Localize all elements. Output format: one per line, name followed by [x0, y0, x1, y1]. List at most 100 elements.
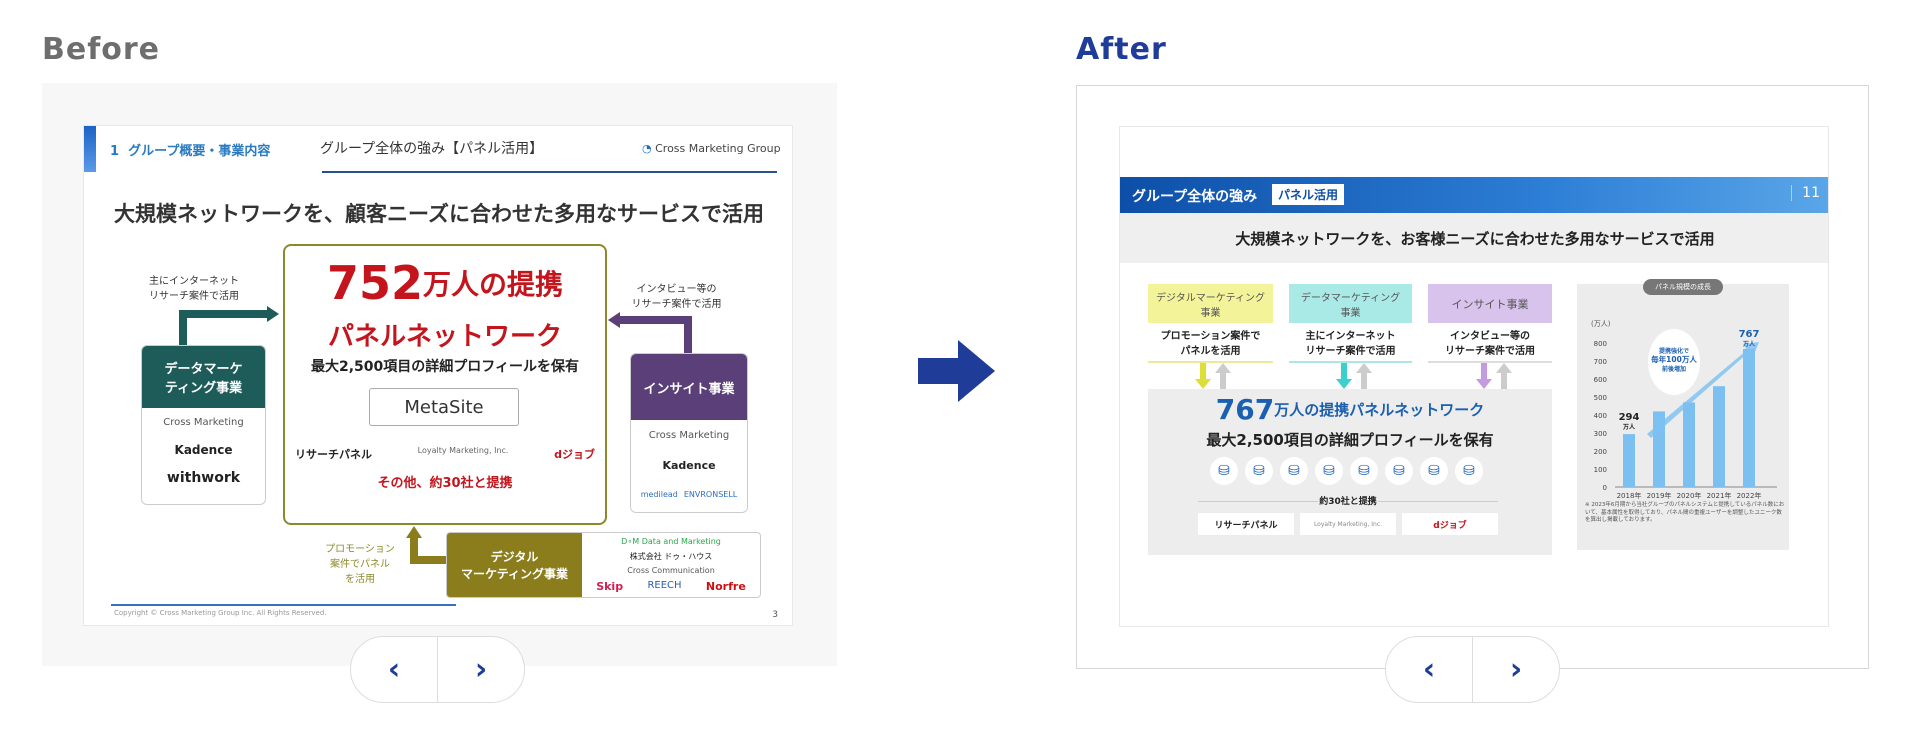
profile-text: 最大2,500項目の詳細プロフィールを保有 [1206, 431, 1494, 449]
section-bar [84, 126, 96, 172]
y-tick-label: 300 [1594, 430, 1607, 438]
partners-label: 約30社と提携 [1318, 494, 1378, 507]
column-head-digital: デジタルマーケティング 事業 [1148, 284, 1273, 323]
partner-logos: リサーチパネル Loyalty Marketing, Inc. dジョブ [295, 446, 595, 462]
prev-button[interactable]: ‹ [1422, 652, 1436, 687]
transition-arrow-icon [918, 340, 995, 402]
after-label: After [1076, 32, 1167, 67]
section-heading: 1 グループ概要・事業内容 [110, 144, 271, 159]
left-arrow [179, 306, 279, 346]
bottom-arrow [406, 526, 448, 564]
arrow-down-icon [1336, 363, 1352, 389]
after-nav: ‹ › [1385, 636, 1560, 703]
partner-logo: dジョブ [554, 448, 595, 461]
arrow-up-icon [1215, 363, 1231, 389]
brand-logo: ◔ Cross Marketing Group [642, 142, 781, 155]
before-label: Before [42, 32, 161, 67]
last-value-label: 767 [1739, 329, 1760, 340]
logo: D∘M Data and Marketing [621, 537, 721, 547]
logo: Skip [596, 579, 624, 593]
y-tick-label: 100 [1594, 466, 1607, 474]
title-band: グループ全体の強み パネル活用 11 [1120, 177, 1828, 213]
logo: Cross Communication [627, 566, 715, 576]
partner-logo: Loyalty Marketing, Inc. [417, 446, 509, 455]
next-button[interactable]: › [437, 637, 524, 702]
arrow-up-icon [1496, 363, 1512, 389]
slide-title: グループ全体の強み [1132, 189, 1258, 205]
server-icon: ⛁ [1210, 457, 1238, 485]
bar-2021年 [1713, 386, 1725, 487]
profile-text: 最大2,500項目の詳細プロフィールを保有 [310, 359, 579, 375]
prev-button[interactable]: ‹ [387, 652, 401, 687]
column-desc: 主にインターネット リサーチ案件で活用 [1289, 323, 1412, 363]
server-icon: ⛁ [1455, 457, 1483, 485]
last-unit-label: 万人 [1742, 340, 1756, 348]
page-number: 11 [1791, 185, 1820, 201]
metasite-logo: MetaSite [369, 388, 519, 426]
server-icon: ⛁ [1245, 457, 1273, 485]
first-unit-label: 万人 [1622, 423, 1636, 431]
bottom-caption: プロモーション 案件でパネル を活用 [325, 544, 395, 585]
bar-2022年 [1743, 348, 1755, 487]
y-tick-label: 200 [1594, 448, 1607, 456]
chart-note: ※ 2023年6月期から当社グループのパネルシステムと提携しているパネル数におい… [1585, 502, 1785, 524]
slide-title: グループ全体の強み【パネル活用】 [320, 141, 544, 157]
y-tick-label: 700 [1594, 358, 1607, 366]
next-button[interactable]: › [1472, 637, 1559, 702]
x-tick-label: 2022年 [1737, 491, 1762, 500]
copyright: Copyright © Cross Marketing Group Inc. A… [114, 609, 327, 617]
y-tick-label: 600 [1594, 376, 1607, 384]
y-tick-label: 0 [1603, 484, 1607, 492]
bubble-text: 毎年100万人 [1651, 354, 1697, 364]
right-caption: インタビュー等の リサーチ案件で活用 [631, 284, 722, 310]
box-title: データマーケ ティング事業 [142, 346, 265, 408]
column-arrows [1195, 363, 1512, 389]
arrow-down-icon [1195, 363, 1211, 389]
x-tick-label: 2018年 [1617, 491, 1642, 500]
digital-marketing-box: デジタル マーケティング事業 D∘M Data and Marketing 株式… [446, 532, 761, 598]
logo: Cross Marketing [648, 429, 730, 441]
before-nav: ‹ › [350, 636, 525, 703]
growth-bubble [1648, 329, 1700, 395]
partner-logo: Loyalty Marketing, Inc. [1300, 513, 1396, 535]
title-tag: パネル活用 [1272, 184, 1345, 205]
column-desc: プロモーション案件で パネルを活用 [1148, 323, 1273, 363]
logo: Kadence [662, 458, 716, 472]
right-arrow [608, 312, 692, 357]
logo-grid: D∘M Data and Marketing 株式会社 ドゥ・ハウス Cross… [582, 533, 760, 597]
box-title: デジタル マーケティング事業 [447, 533, 582, 597]
headline: 大規模ネットワークを、お客様ニーズに合わせた多用なサービスで活用 [1120, 213, 1828, 263]
logo: Cross Marketing [163, 416, 244, 428]
logo: withwork [166, 470, 241, 486]
insight-box: インサイト事業 Cross Marketing Kadence medilead… [630, 353, 748, 513]
logo: REECH [647, 579, 682, 591]
box-title: インサイト事業 [631, 354, 747, 420]
headline: 大規模ネットワークを、顧客ニーズに合わせた多用なサービスで活用 [114, 202, 764, 226]
x-tick-label: 2020年 [1677, 491, 1702, 500]
others-text: その他、約30社と提携 [377, 476, 513, 491]
server-icons: ⛁⛁⛁⛁⛁⛁⛁⛁ [1210, 457, 1483, 485]
y-tick-label: 500 [1594, 394, 1607, 402]
after-slide: グループ全体の強み パネル活用 11 大規模ネットワークを、お客様ニーズに合わせ… [1119, 126, 1829, 627]
y-tick-label: 400 [1594, 412, 1607, 420]
growth-arrow-icon [1647, 342, 1759, 438]
bar-2018年 [1623, 434, 1635, 487]
first-value-label: 294 [1619, 412, 1640, 423]
server-icon: ⛁ [1315, 457, 1343, 485]
y-axis-label: (万人) [1591, 320, 1611, 328]
arrow-down-icon [1476, 363, 1492, 389]
x-tick-label: 2021年 [1707, 491, 1732, 500]
arrow-up-icon [1356, 363, 1372, 389]
partner-logo: dジョブ [1402, 513, 1498, 535]
bubble-text: 前後増加 [1662, 365, 1686, 373]
title-underline [322, 171, 777, 173]
logo: 株式会社 ドゥ・ハウス [629, 551, 713, 561]
before-slide: 1 グループ概要・事業内容 グループ全体の強み【パネル活用】 ◔ Cross M… [83, 125, 793, 626]
bar-2020年 [1683, 402, 1695, 487]
server-icon: ⛁ [1420, 457, 1448, 485]
partner-logo: リサーチパネル [295, 448, 372, 461]
server-icon: ⛁ [1385, 457, 1413, 485]
logo: Kadence [174, 443, 233, 457]
